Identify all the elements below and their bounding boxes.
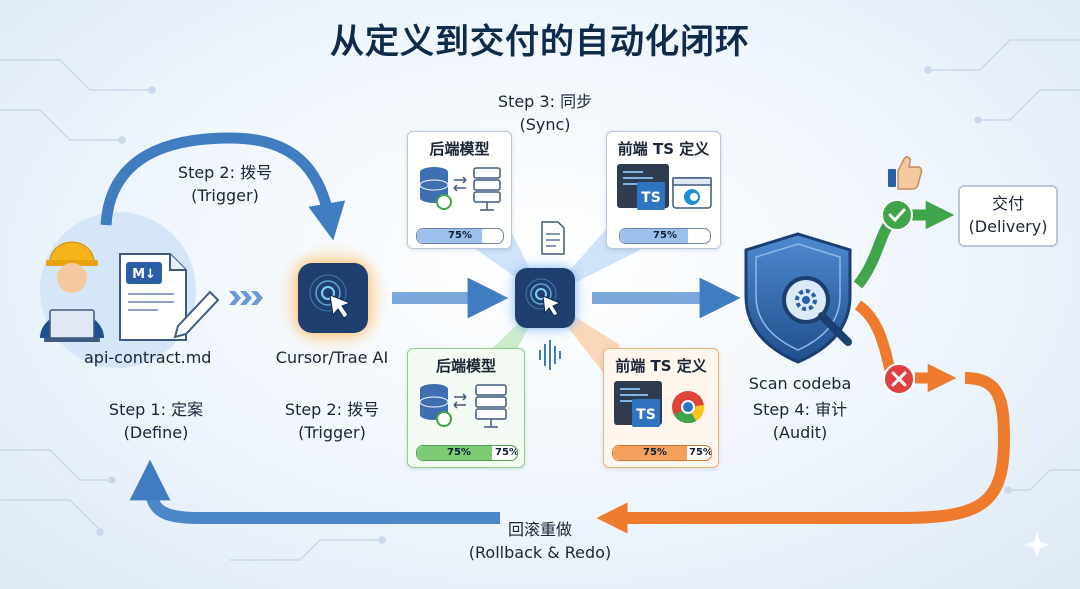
developer-and-doc: M↓	[40, 241, 220, 342]
step3-sub: (Sync)	[519, 115, 571, 134]
laptop-icon	[44, 309, 100, 342]
circuit-decoration	[0, 39, 1080, 561]
card-br-title: 前端 TS 定义	[615, 357, 707, 375]
worker-helmet-icon	[46, 241, 98, 266]
card-tr-progress: 75%	[619, 228, 711, 244]
rollback-label: 回滚重做	[507, 520, 572, 539]
card-tl-progress-label: 75%	[448, 230, 472, 241]
card-bl-progress-label-b: 75%	[495, 447, 518, 458]
card-bl-progress-label-a: 75%	[447, 447, 471, 458]
card-bl-progress: 75% 75%	[416, 445, 518, 461]
delivery-sub: (Delivery)	[968, 217, 1048, 236]
md-badge-text: M↓	[132, 267, 156, 282]
fail-path	[854, 300, 896, 372]
cursor-ai-app-icon	[298, 263, 368, 333]
thumbs-up-icon	[888, 156, 923, 190]
sync-cursor-icon	[525, 278, 562, 317]
card-tr-progress-label: 75%	[653, 230, 677, 241]
database-sync-icon-green	[419, 384, 507, 428]
sync-ai-app-icon	[515, 268, 575, 328]
step3-label: Step 3: 同步	[497, 92, 593, 111]
step2-sub: (Trigger)	[298, 423, 366, 442]
step1-sub: (Define)	[123, 423, 189, 442]
ts-editor-icon: TS	[617, 164, 712, 210]
rollback-arrow-orange	[596, 372, 1011, 534]
ts-badge-text-2: TS	[636, 407, 656, 423]
delivery-label: 交付	[991, 194, 1024, 213]
scan-codebase-label: Scan codeba	[748, 374, 852, 393]
rollback-arrow-blue	[129, 459, 500, 524]
card-tr-title: 前端 TS 定义	[617, 140, 710, 158]
magnifier-gear-icon	[782, 276, 852, 346]
chevrons-define-to-trigger	[229, 291, 263, 305]
audit-shield-icon	[744, 232, 852, 364]
ts-chrome-icon: TS	[614, 381, 705, 427]
database-sync-icon	[419, 167, 501, 211]
cross-icon	[883, 363, 915, 395]
card-backend-model-top: 后端模型 75%	[407, 131, 512, 249]
cursor-click-icon	[309, 274, 352, 319]
card-br-progress-label-a: 75%	[643, 447, 667, 458]
trigger-arc-arrow	[100, 132, 346, 241]
card-br-progress-label-b: 75%	[689, 447, 712, 458]
sparkle-icon	[1024, 532, 1050, 558]
step1-label: Step 1: 定案	[108, 400, 204, 419]
check-icon	[881, 199, 913, 231]
person-head	[57, 263, 87, 293]
markdown-file-icon: M↓	[119, 253, 187, 341]
step4-label: Step 4: 审计	[752, 400, 848, 419]
step4-sub: (Audit)	[772, 423, 828, 442]
step2-label: Step 2: 拨号	[284, 400, 380, 419]
step2-tool-name: Cursor/Trae AI	[275, 348, 389, 367]
card-frontend-ts-bottom: 前端 TS 定义 TS 75% 75%	[603, 348, 719, 468]
doc-small-icon	[541, 221, 565, 255]
card-bl-title: 后端模型	[435, 357, 496, 375]
ts-badge-text: TS	[641, 190, 661, 206]
soundwave-icon	[539, 340, 561, 370]
card-frontend-ts-top: 前端 TS 定义 TS 75%	[606, 131, 721, 249]
card-br-progress: 75% 75%	[612, 445, 712, 461]
delivery-box: 交付 (Delivery)	[958, 185, 1058, 247]
pencil-icon	[173, 290, 220, 339]
contract-file-name: api-contract.md	[84, 348, 212, 367]
step2-arc-label: Step 2: 拨号	[177, 163, 273, 182]
card-backend-model-bottom: 后端模型 75% 75%	[407, 348, 525, 468]
step2-arc-sub: (Trigger)	[191, 186, 259, 205]
card-tl-progress: 75%	[416, 228, 504, 244]
card-tl-title: 后端模型	[429, 140, 490, 158]
rollback-sub: (Rollback & Redo)	[468, 543, 612, 562]
page-title: 从定义到交付的自动化闭环	[330, 22, 750, 62]
